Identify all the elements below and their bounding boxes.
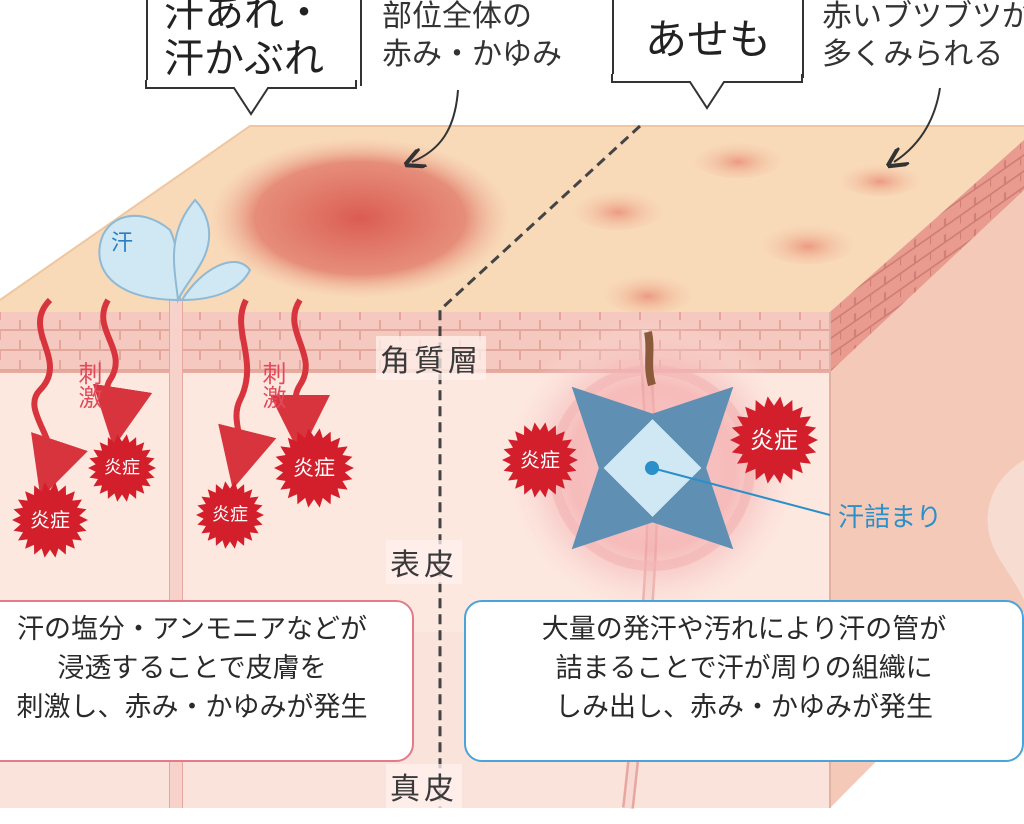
clog-pointer [651, 467, 831, 516]
sweat-drops [98, 198, 252, 304]
caption-arrow-left [412, 89, 459, 162]
inflammation-mark-3 [196, 481, 264, 549]
clog-label: 汗詰まり [838, 503, 942, 533]
inflammation-mark-1 [88, 434, 156, 502]
description-right: 大量の発汗や汚れにより汗の管が 詰まることで汗が周りの組織に しみ出し、赤み・か… [464, 600, 1024, 762]
tag-right-point [611, 74, 803, 110]
inflammation-marks: 炎症炎症炎症炎症炎症炎症 [12, 396, 818, 558]
tag-left-line-2: 汗かぶれ [164, 36, 324, 82]
inflammation-mark-5 [502, 422, 578, 498]
tag-left-point [145, 80, 357, 116]
inflammation-label-1: 炎症 [104, 458, 140, 479]
caption-right-line-1: 赤いブツブツが [822, 0, 1024, 34]
caption-arrow-right [894, 87, 941, 162]
inflammation-label-4: 炎症 [293, 456, 335, 480]
inflammation-label-2: 炎症 [30, 508, 70, 532]
clog-arrows [571, 386, 734, 550]
description-right-line-3: しみ出し、赤み・かゆみが発生 [555, 692, 933, 723]
stimulus-arrows [30, 297, 330, 499]
caption-left: 部位全体の 赤み・かゆみ [382, 0, 562, 74]
stimulus-label-2: 刺激 [258, 361, 286, 409]
layer-dermis: 真皮 [386, 764, 462, 808]
layer-stratum-corneum: 角質層 [376, 336, 486, 380]
description-left-line-3: 刺激し、赤み・かゆみが発生 [16, 692, 368, 723]
inflammation-label-5: 炎症 [520, 448, 560, 472]
inflammation-label-6: 炎症 [750, 426, 798, 454]
tag-left-line-1: 汗あれ・ [164, 0, 324, 36]
description-left-line-1: 汗の塩分・アンモニアなどが [17, 614, 367, 645]
tag-right: あせも [612, 0, 804, 78]
caption-right-line-2: 多くみられる [822, 37, 1004, 72]
inflammation-mark-2 [12, 482, 88, 558]
tag-left: 汗あれ・ 汗かぶれ [146, 0, 362, 86]
inflammation-mark-4 [274, 428, 354, 508]
inflammation-label-3: 炎症 [212, 505, 248, 526]
caption-left-line-1: 部位全体の [382, 0, 532, 34]
description-right-line-2: 詰まることで汗が周りの組織に [555, 653, 933, 684]
bumps [572, 138, 922, 314]
description-left: 汗の塩分・アンモニアなどが 浸透することで皮膚を 刺激し、赤み・かゆみが発生 [0, 600, 414, 762]
stimulus-label-1: 刺激 [74, 361, 102, 409]
caption-right: 赤いブツブツが 多くみられる [822, 0, 1024, 74]
caption-left-line-2: 赤み・かゆみ [382, 37, 562, 72]
sweat-label: 汗 [111, 231, 133, 256]
description-left-line-2: 浸透することで皮膚を [57, 653, 327, 684]
tag-right-text: あせも [644, 15, 771, 64]
red-spot [210, 138, 510, 298]
description-right-line-1: 大量の発汗や汚れにより汗の管が [541, 614, 947, 645]
layer-epidermis: 表皮 [386, 540, 462, 584]
inflammation-mark-6 [730, 396, 818, 484]
